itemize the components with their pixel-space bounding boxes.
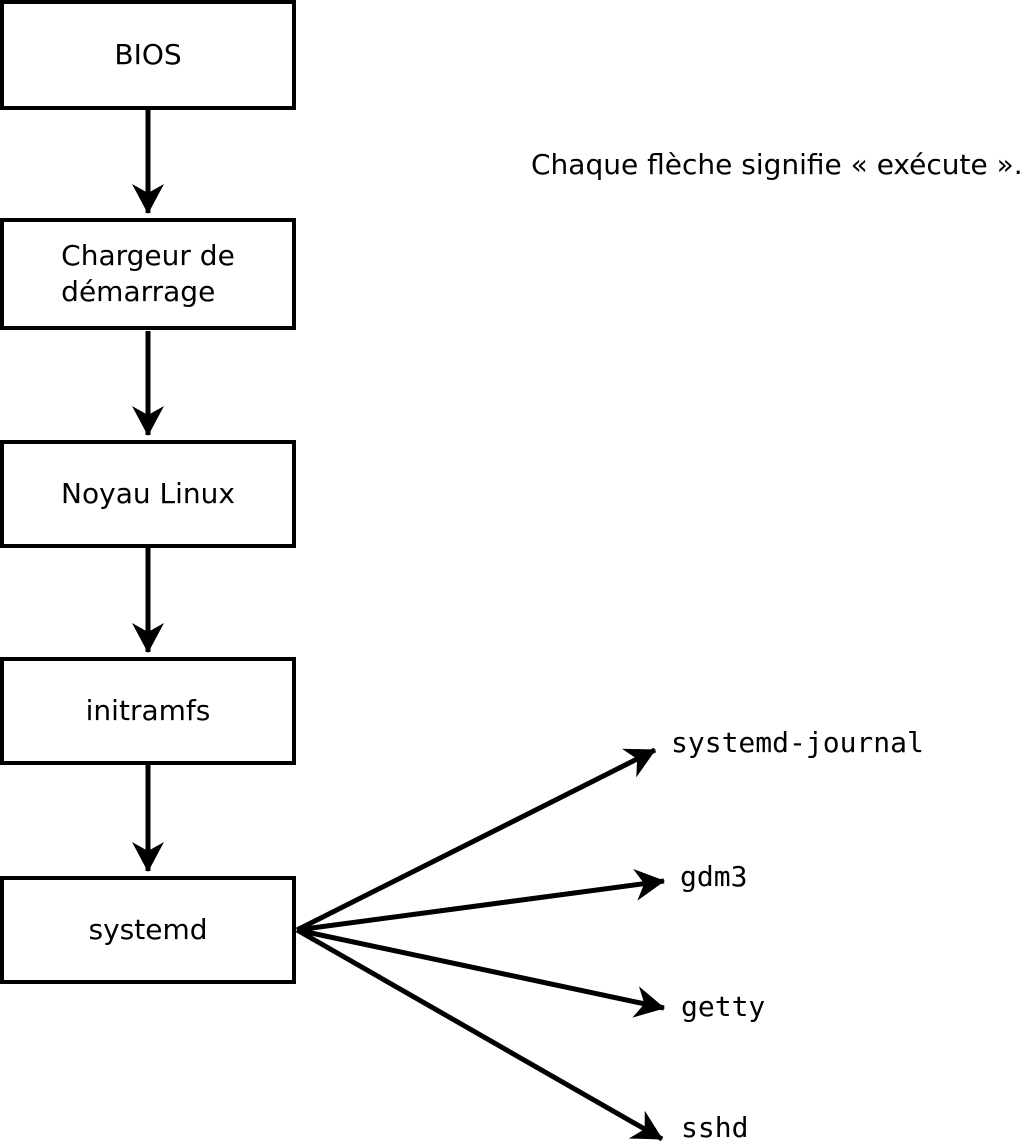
node-bios-label: BIOS — [114, 38, 182, 71]
process-label-getty: getty — [681, 990, 766, 1023]
node-systemd-label: systemd — [88, 913, 208, 946]
node-systemd: systemd — [0, 876, 296, 984]
node-bootloader: Chargeur de démarrage — [0, 218, 296, 330]
node-initramfs: initramfs — [0, 657, 296, 765]
node-kernel: Noyau Linux — [0, 440, 296, 548]
edge-systemd-gdm3 — [296, 868, 665, 933]
process-label-sshd: sshd — [681, 1111, 749, 1144]
node-kernel-label: Noyau Linux — [61, 477, 235, 510]
arrow-meaning-note: Chaque flèche signifie « exécute ». — [531, 148, 1023, 181]
node-initramfs-label: initramfs — [85, 694, 211, 727]
process-label-gdm3: gdm3 — [680, 860, 748, 893]
edge-systemd-sshd — [295, 927, 664, 1142]
edge-systemd-getty — [296, 927, 665, 1018]
node-bios: BIOS — [0, 0, 296, 110]
process-label-systemd-journal: systemd-journal — [671, 726, 924, 759]
edge-systemd-journal — [295, 747, 657, 933]
node-bootloader-label: Chargeur de démarrage — [61, 239, 235, 308]
